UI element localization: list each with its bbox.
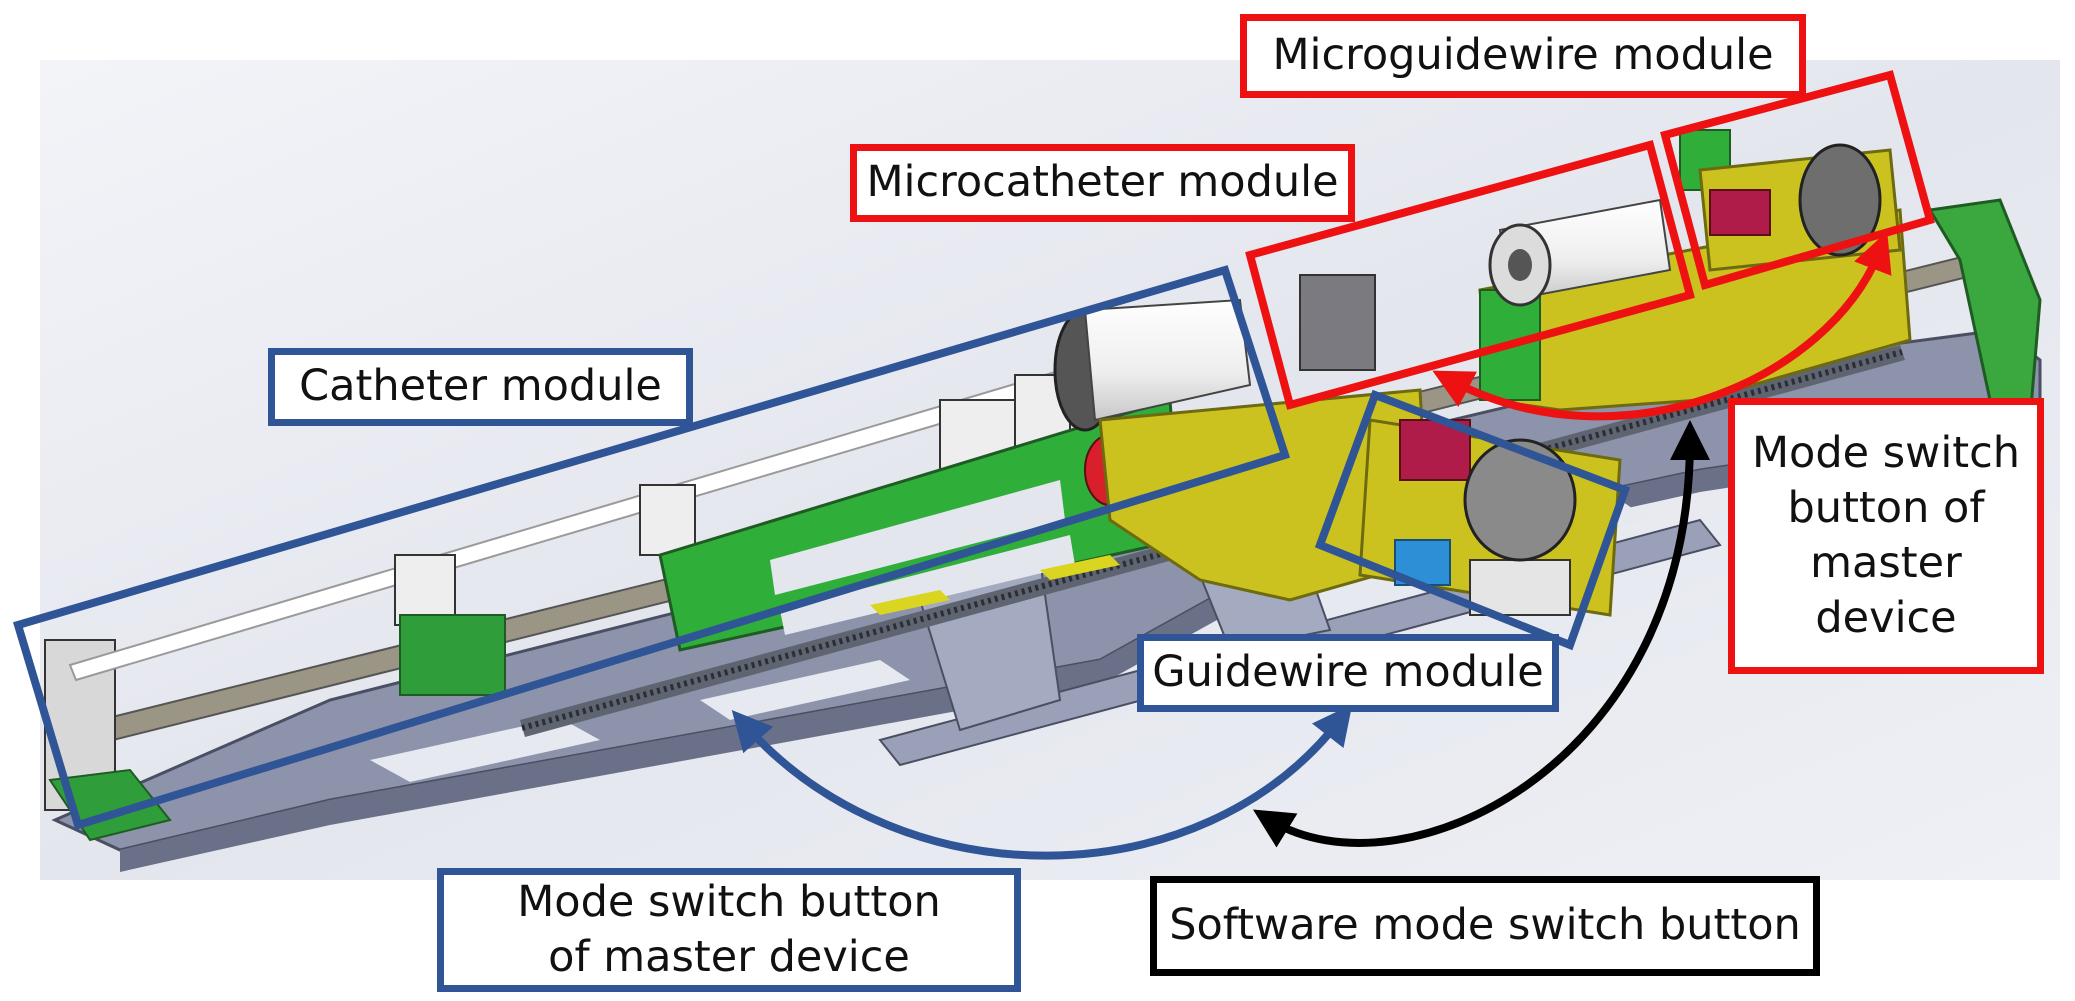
catheter-clamp	[394, 554, 456, 626]
floor-marker	[1040, 555, 1120, 580]
mode-switch-red-line-3: master	[1810, 538, 1962, 588]
mode-switch-blue-line-2: of master device	[548, 932, 910, 982]
carriage-window	[780, 535, 1075, 635]
mode-switch-red-line-4: device	[1815, 593, 1957, 644]
red-double-arrow	[1432, 231, 1892, 421]
black-double-arrow	[1252, 420, 1710, 848]
catheter-clamp	[639, 484, 696, 556]
microguidewire-red-block	[1709, 189, 1771, 236]
base-cutout	[370, 718, 600, 782]
guidewire-module-label: Guidewire module	[1137, 634, 1559, 712]
microguidewire-module-text: Microguidewire module	[1272, 30, 1774, 81]
microguidewire-module-label: Microguidewire module	[1240, 14, 1806, 98]
software-mode-switch-label: Software mode switch button	[1150, 876, 1820, 976]
floor-marker	[870, 590, 950, 615]
microcatheter-ring-hole	[1508, 249, 1532, 281]
carriage-window	[770, 480, 1065, 595]
guidewire-module-text: Guidewire module	[1152, 647, 1544, 698]
software-mode-switch-text: Software mode switch button	[1169, 900, 1801, 951]
mode-switch-blue-label: Mode switch button of master device	[437, 868, 1021, 992]
microcatheter-module-text: Microcatheter module	[866, 157, 1339, 208]
catheter-clamp-base	[399, 614, 506, 696]
microcatheter-module-label: Microcatheter module	[850, 144, 1355, 222]
mode-switch-blue-line-1: Mode switch button	[517, 876, 941, 927]
catheter-module-label: Catheter module	[268, 348, 693, 426]
mode-switch-red-line-2: button of	[1787, 482, 1985, 533]
guidewire-gear	[1463, 438, 1577, 562]
base-plate-shadow	[120, 420, 2040, 872]
grey-block	[1299, 274, 1376, 371]
catheter-module-text: Catheter module	[299, 361, 662, 412]
catheter-drum	[1083, 298, 1252, 422]
mode-switch-red-line-1: Mode switch	[1751, 427, 2021, 478]
mode-switch-red-label: Mode switch button of master device	[1728, 398, 2044, 674]
